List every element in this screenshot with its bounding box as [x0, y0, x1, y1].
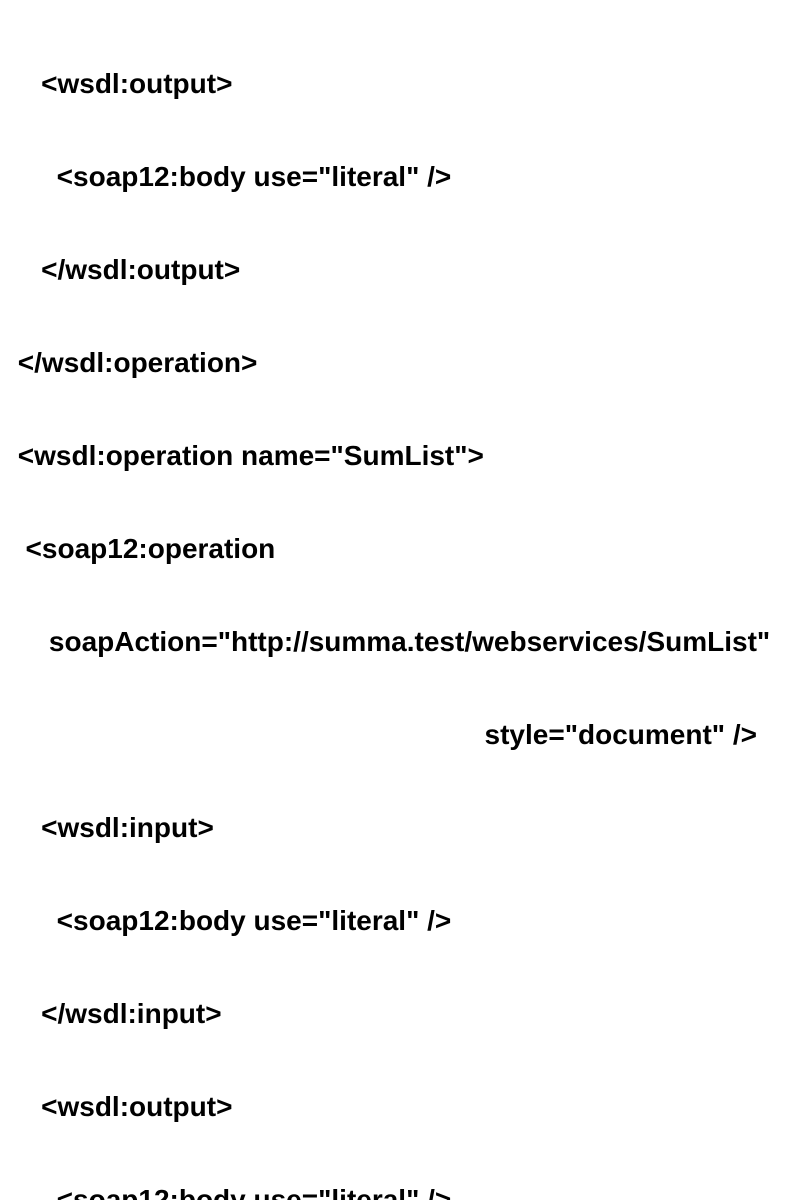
- code-line: soapAction="http://summa.test/webservice…: [10, 626, 771, 657]
- code-line: <soap12:body use="literal" />: [10, 905, 452, 936]
- code-line: <soap12:operation: [10, 533, 276, 564]
- code-line: </wsdl:output>: [10, 254, 241, 285]
- code-line: style="document" />: [10, 719, 757, 750]
- code-line: <wsdl:output>: [10, 1091, 233, 1122]
- code-line: <wsdl:output>: [10, 68, 233, 99]
- code-line: </wsdl:input>: [10, 998, 222, 1029]
- code-line: <soap12:body use="literal" />: [10, 1184, 452, 1200]
- code-line: <wsdl:operation name="SumList">: [10, 440, 484, 471]
- wsdl-code-block: <wsdl:output> <soap12:body use="literal"…: [10, 6, 800, 1200]
- slide-canvas: <wsdl:output> <soap12:body use="literal"…: [17, 68, 771, 1200]
- code-line: <soap12:body use="literal" />: [10, 161, 452, 192]
- code-line: <wsdl:input>: [10, 812, 214, 843]
- code-line: </wsdl:operation>: [10, 347, 258, 378]
